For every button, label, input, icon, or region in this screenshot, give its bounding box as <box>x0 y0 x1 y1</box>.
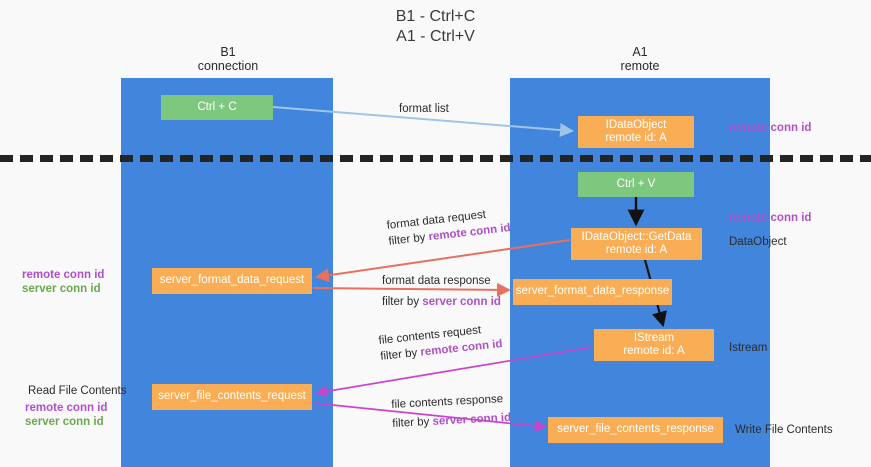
label-file-contents-response: file contents response filter by server … <box>391 392 511 431</box>
node-idataobject-title: IDataObject <box>605 118 667 131</box>
node-getdata-title: IDataObject::GetData <box>581 230 692 243</box>
page-title: B1 - Ctrl+C A1 - Ctrl+V <box>0 7 871 47</box>
label-remote-conn-id-top: remote conn id <box>729 122 812 134</box>
filter-prefix-2: filter by <box>382 296 423 308</box>
label-file-contents-response-text: file contents response <box>391 393 504 411</box>
node-server-format-data-request[interactable]: server_format_data_request <box>152 268 312 294</box>
label-istream: Istream <box>729 342 768 354</box>
label-format-data-response-filter: filter by server conn id <box>382 295 501 309</box>
legend-file-contents: remote conn id server conn id <box>25 401 107 429</box>
label-format-data-response-text: format data response <box>382 275 491 287</box>
label-remote-conn-id-mid: remote conn id <box>729 212 812 224</box>
label-read-file-contents: Read File Contents <box>28 385 127 397</box>
node-ctrl-v[interactable]: Ctrl + V <box>578 172 694 197</box>
title-line-2: A1 - Ctrl+V <box>396 28 475 45</box>
title-line-1: B1 - Ctrl+C <box>395 8 476 25</box>
label-format-list: format list <box>399 103 449 115</box>
node-server-file-contents-request-label: server_file_contents_request <box>158 390 306 403</box>
label-format-data-request: format data request filter by remote con… <box>386 205 511 249</box>
legend-file-contents-server: server conn id <box>25 416 104 428</box>
node-ctrl-c[interactable]: Ctrl + C <box>161 95 273 120</box>
node-ctrl-c-label: Ctrl + C <box>197 100 237 113</box>
legend-format-data-server: server conn id <box>22 283 101 295</box>
filter-key-2: server conn id <box>422 296 501 308</box>
column-header-a1-role: remote <box>620 59 660 73</box>
node-idataobject-getdata[interactable]: IDataObject::GetData remote id: A <box>571 228 702 260</box>
node-idataobject[interactable]: IDataObject remote id: A <box>578 116 694 148</box>
legend-format-data-remote: remote conn id <box>22 269 105 281</box>
label-dataobject: DataObject <box>729 236 787 248</box>
node-server-file-contents-response-label: server_file_contents_response <box>557 423 714 436</box>
legend-format-data: remote conn id server conn id <box>22 268 104 296</box>
node-server-format-data-response[interactable]: server_format_data_response <box>513 279 672 305</box>
node-getdata-subtitle: remote id: A <box>605 244 668 256</box>
label-file-contents-request: file contents request filter by remote c… <box>378 321 503 364</box>
column-header-a1: A1 remote <box>535 45 745 73</box>
filter-prefix-3: filter by <box>379 346 422 363</box>
filter-key-4: server conn id <box>432 411 512 428</box>
legend-file-contents-remote: remote conn id <box>25 402 108 414</box>
column-header-b1-role: connection <box>197 59 259 73</box>
label-format-data-response: format data response filter by server co… <box>382 274 501 309</box>
node-ctrl-v-label: Ctrl + V <box>616 177 656 190</box>
label-file-contents-response-filter: filter by server conn id <box>392 411 511 431</box>
column-header-b1: B1 connection <box>143 45 313 73</box>
label-write-file-contents: Write File Contents <box>735 424 833 436</box>
node-server-file-contents-request[interactable]: server_file_contents_request <box>152 384 312 410</box>
node-istream-title: IStream <box>633 331 675 344</box>
section-divider <box>0 155 871 162</box>
node-server-format-data-request-label: server_format_data_request <box>159 274 305 287</box>
node-istream-subtitle: remote id: A <box>623 345 685 357</box>
column-header-b1-name: B1 <box>220 45 236 59</box>
node-server-file-contents-response[interactable]: server_file_contents_response <box>548 417 723 443</box>
node-istream[interactable]: IStream remote id: A <box>594 329 714 361</box>
node-server-format-data-response-label: server_format_data_response <box>515 285 670 298</box>
column-header-a1-name: A1 <box>632 45 648 59</box>
node-idataobject-subtitle: remote id: A <box>605 132 667 144</box>
filter-prefix-4: filter by <box>392 415 433 430</box>
filter-prefix-1: filter by <box>387 231 430 248</box>
